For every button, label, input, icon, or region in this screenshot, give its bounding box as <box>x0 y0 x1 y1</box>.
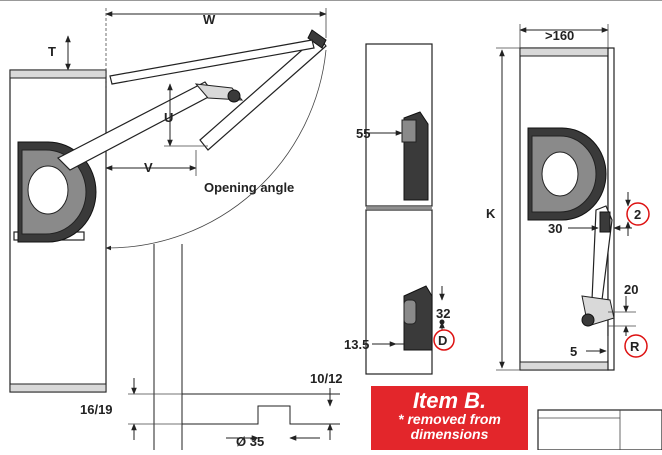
label-d: D <box>438 333 447 348</box>
middle-hinge-upper <box>401 119 417 143</box>
d2-highlight-circle <box>626 202 650 226</box>
label-20: 20 <box>624 282 638 297</box>
label-2: 2 <box>634 207 641 222</box>
r-highlight-circle <box>624 334 648 358</box>
right-cabinet-top <box>519 47 609 57</box>
badge-line2: dimensions <box>410 426 489 442</box>
label-r: R <box>630 339 640 354</box>
left-top-panel <box>109 39 315 85</box>
right-view: >160 K 2 30 20 5 R <box>486 24 662 451</box>
left-mechanism-hole <box>27 165 69 215</box>
label-30: 30 <box>548 221 562 236</box>
left-cabinet-top <box>9 69 107 79</box>
left-view: W T U V Opening angle <box>9 8 327 393</box>
opening-angle-arc <box>105 49 327 251</box>
label-v: V <box>144 160 153 175</box>
bottom-right-cabinet <box>537 409 662 451</box>
right-mechanism-hole <box>541 151 579 197</box>
left-flap-tip <box>307 29 327 49</box>
label-10-12: 10/12 <box>310 371 343 386</box>
label-16-19: 16/19 <box>80 402 113 417</box>
right-arm-top-bracket <box>599 211 611 233</box>
label-13-5: 13.5 <box>344 337 369 352</box>
right-cabinet-bottom <box>519 361 609 371</box>
label-w: W <box>203 12 216 27</box>
label-opening-angle: Opening angle <box>204 180 294 195</box>
label-u: U <box>164 110 173 125</box>
label-gt160: >160 <box>545 28 574 43</box>
drill-door-profile <box>182 393 340 425</box>
right-door-panel <box>607 47 615 371</box>
drilling-detail: 10/12 16/19 Ø 35 <box>80 244 343 450</box>
label-32: 32 <box>436 306 450 321</box>
d-highlight-circle <box>433 329 455 351</box>
label-dia35: Ø 35 <box>236 434 264 449</box>
label-k: K <box>486 206 496 221</box>
middle-view: 55 32 13.5 D <box>344 43 455 375</box>
item-b-note-badge: Item B. * removed from dimensions <box>371 386 528 450</box>
badge-line1: * removed from <box>398 411 501 427</box>
middle-hinge-lower <box>403 299 417 325</box>
label-t: T <box>48 44 56 59</box>
left-cabinet-bottom <box>9 383 107 393</box>
left-arm-pivot <box>227 89 241 103</box>
right-arm-pivot <box>581 313 595 327</box>
label-5: 5 <box>570 344 577 359</box>
badge-title: Item B. <box>412 388 487 413</box>
left-open-flap <box>199 35 327 151</box>
label-55: 55 <box>356 126 370 141</box>
